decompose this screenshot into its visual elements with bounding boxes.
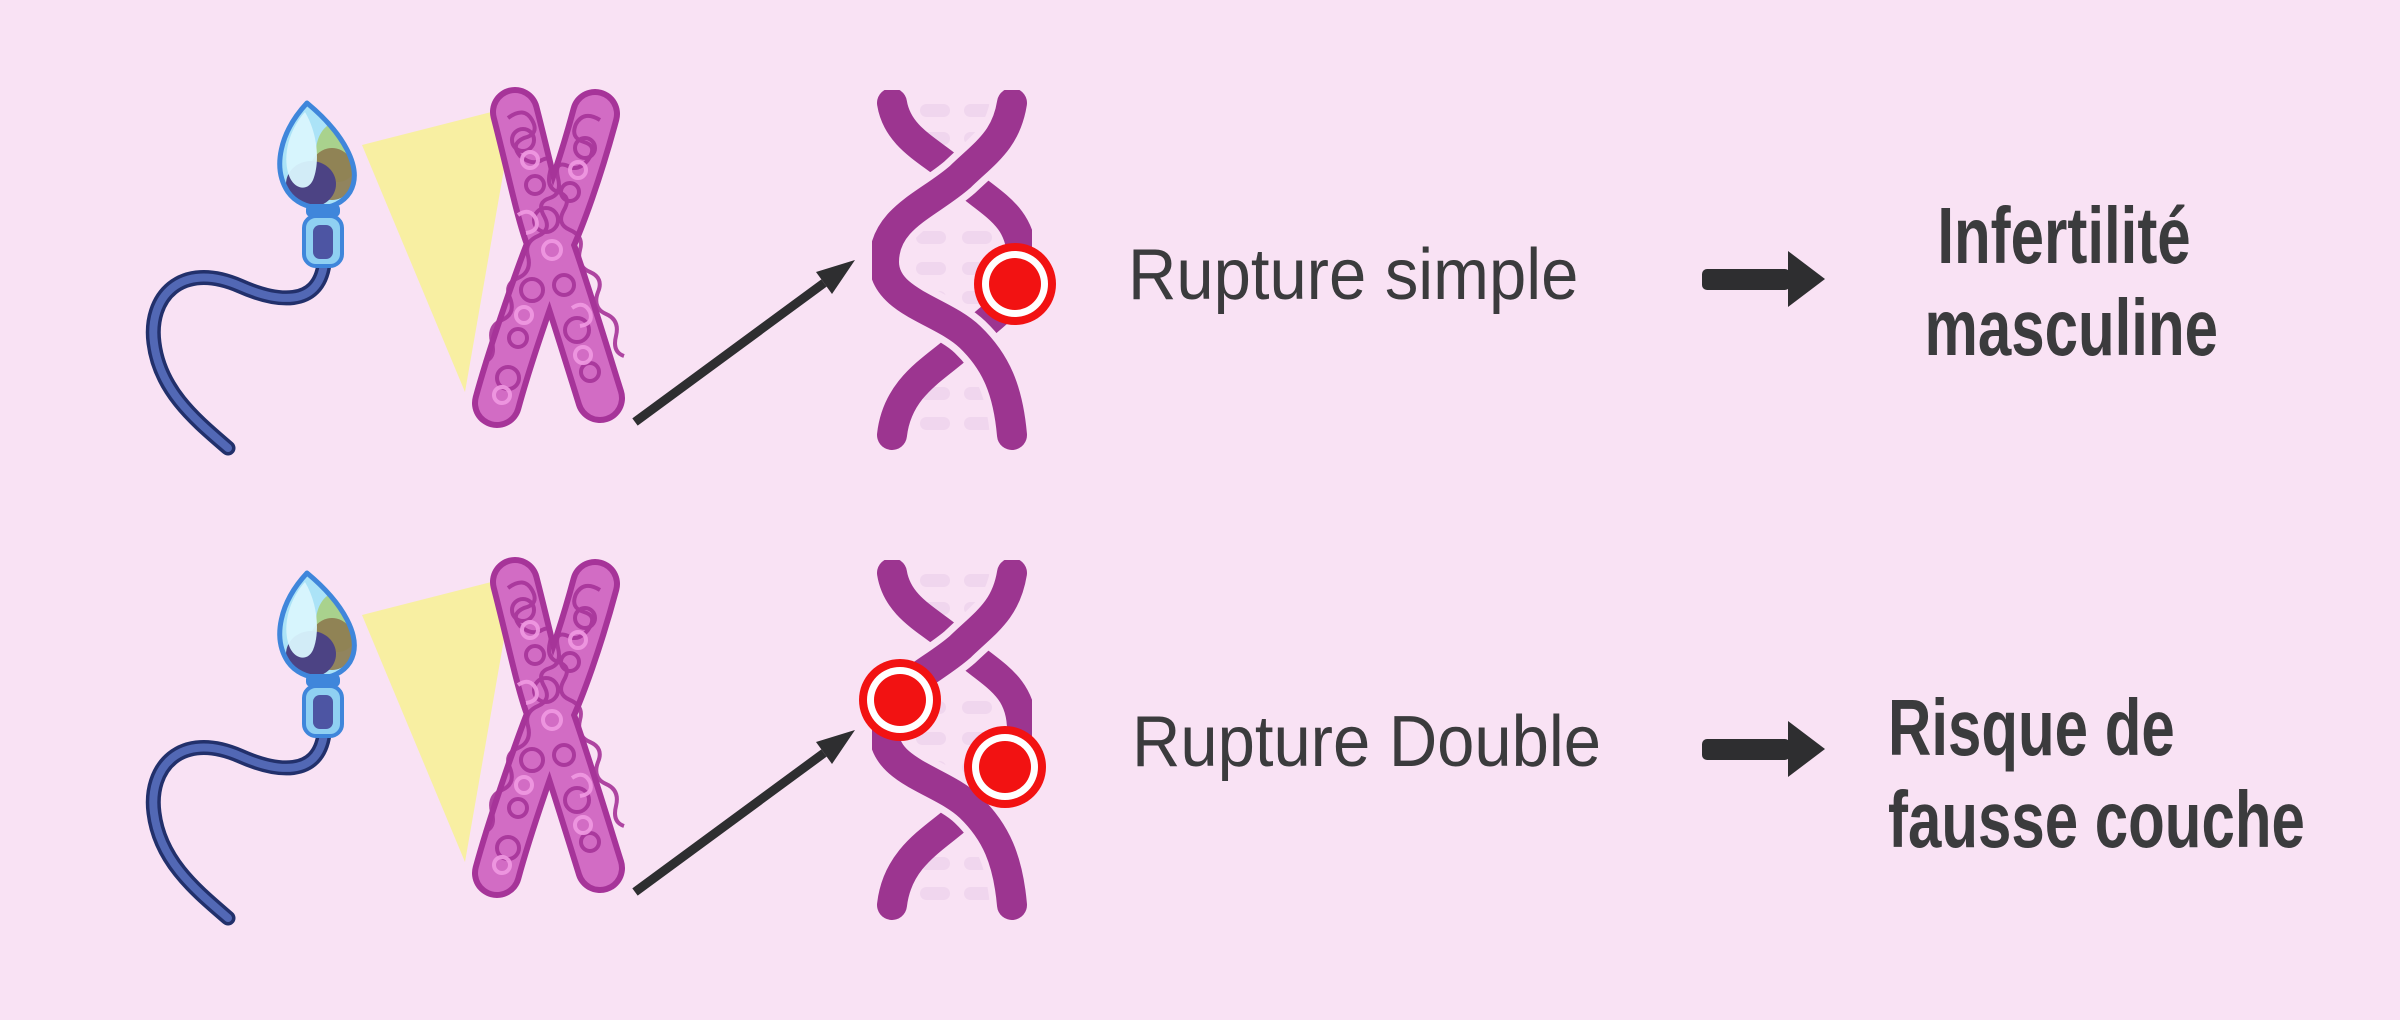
sperm-chromosome-illustration-row1	[80, 60, 700, 480]
arrow-right-icon	[1700, 720, 1826, 778]
result-line: masculine	[1924, 283, 2218, 372]
result-line: fausse couche	[1888, 775, 2305, 864]
diagonal-arrow-icon	[625, 722, 865, 902]
dna-break-marker-icon	[874, 674, 926, 726]
result-line: Risque de	[1888, 683, 2175, 772]
row-label-single-break: Rupture simple	[1128, 235, 1579, 315]
sperm-chromosome-illustration-row2	[80, 530, 700, 950]
arrow-right-icon	[1700, 250, 1826, 308]
dna-break-marker-icon	[979, 741, 1031, 793]
result-label-miscarriage-risk: Risque de fausse couche	[1888, 682, 2305, 866]
row-label-double-break: Rupture Double	[1132, 702, 1602, 782]
result-label-male-infertility: Infertilité masculine	[1924, 190, 2218, 374]
dna-helix-icon	[872, 560, 1032, 920]
dna-break-marker-icon	[989, 258, 1041, 310]
diagonal-arrow-icon	[625, 252, 865, 432]
result-line: Infertilité	[1937, 191, 2191, 280]
